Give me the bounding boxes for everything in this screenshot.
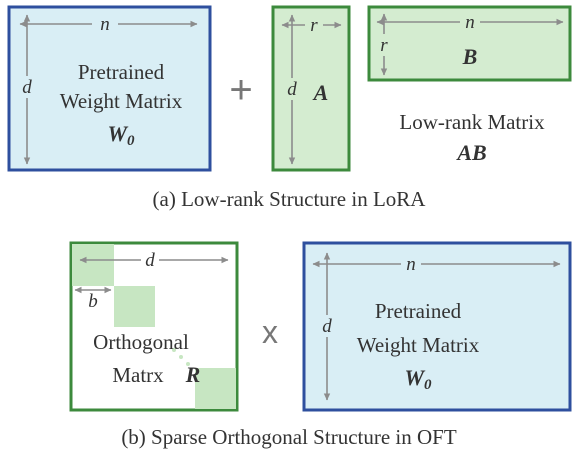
matrix-label-line2: Weight Matrix <box>60 89 183 113</box>
height-dim-label: d <box>22 77 32 98</box>
orthogonal-label-line2: Matrx <box>112 363 164 387</box>
matrix-label-line1: Pretrained <box>78 60 165 84</box>
height-dim-label: d <box>287 79 297 100</box>
plus-icon: + <box>229 68 252 112</box>
low-rank-caption: Low-rank Matrix <box>399 110 545 134</box>
matrix-b-symbol: B <box>462 44 478 69</box>
diag-block <box>114 286 155 327</box>
width-dim-label: n <box>465 12 475 33</box>
ellipsis-dot <box>179 355 183 359</box>
width-dim-label: n <box>406 254 416 275</box>
lora-matrix-b: n r B <box>367 5 572 82</box>
width-dim-label: d <box>145 250 155 271</box>
ellipsis-dot <box>186 362 190 366</box>
diag-block <box>195 368 236 409</box>
block-dim-label: b <box>88 291 98 312</box>
ellipsis-dot <box>172 348 176 352</box>
height-dim-label: d <box>322 316 332 337</box>
matrix-symbol: W0 <box>107 121 135 149</box>
diag-block <box>72 244 114 286</box>
orthogonal-matrix: d b Orthogonal Matrx R <box>69 241 239 412</box>
panel-b: d b Orthogonal Matrx R x n d Pretrained … <box>69 241 572 449</box>
panel-b-caption: (b) Sparse Orthogonal Structure in OFT <box>121 425 457 449</box>
oft-weight-matrix: n d Pretrained Weight Matrix W0 <box>302 241 572 412</box>
lora-weight-matrix: n d Pretrained Weight Matrix W0 <box>7 5 212 172</box>
oft-weight-matrix-box <box>302 241 572 412</box>
lora-matrix-a: r d A <box>271 5 351 172</box>
low-rank-symbol: AB <box>455 140 486 165</box>
panel-a-caption: (a) Low-rank Structure in LoRA <box>153 187 427 211</box>
matrix-label-line2: Weight Matrix <box>357 333 480 357</box>
height-dim-label: r <box>380 35 388 56</box>
orthogonal-symbol: R <box>185 362 201 387</box>
matrix-a-symbol: A <box>312 80 329 105</box>
matrix-symbol: W0 <box>404 365 432 393</box>
panel-a: n d Pretrained Weight Matrix W0 + r d A <box>7 5 572 211</box>
lora-weight-matrix-box <box>7 5 212 172</box>
orthogonal-label-line1: Orthogonal <box>93 330 189 354</box>
times-icon: x <box>262 314 278 350</box>
width-dim-label: n <box>100 14 110 35</box>
matrix-label-line1: Pretrained <box>375 299 462 323</box>
width-dim-label: r <box>310 15 318 36</box>
